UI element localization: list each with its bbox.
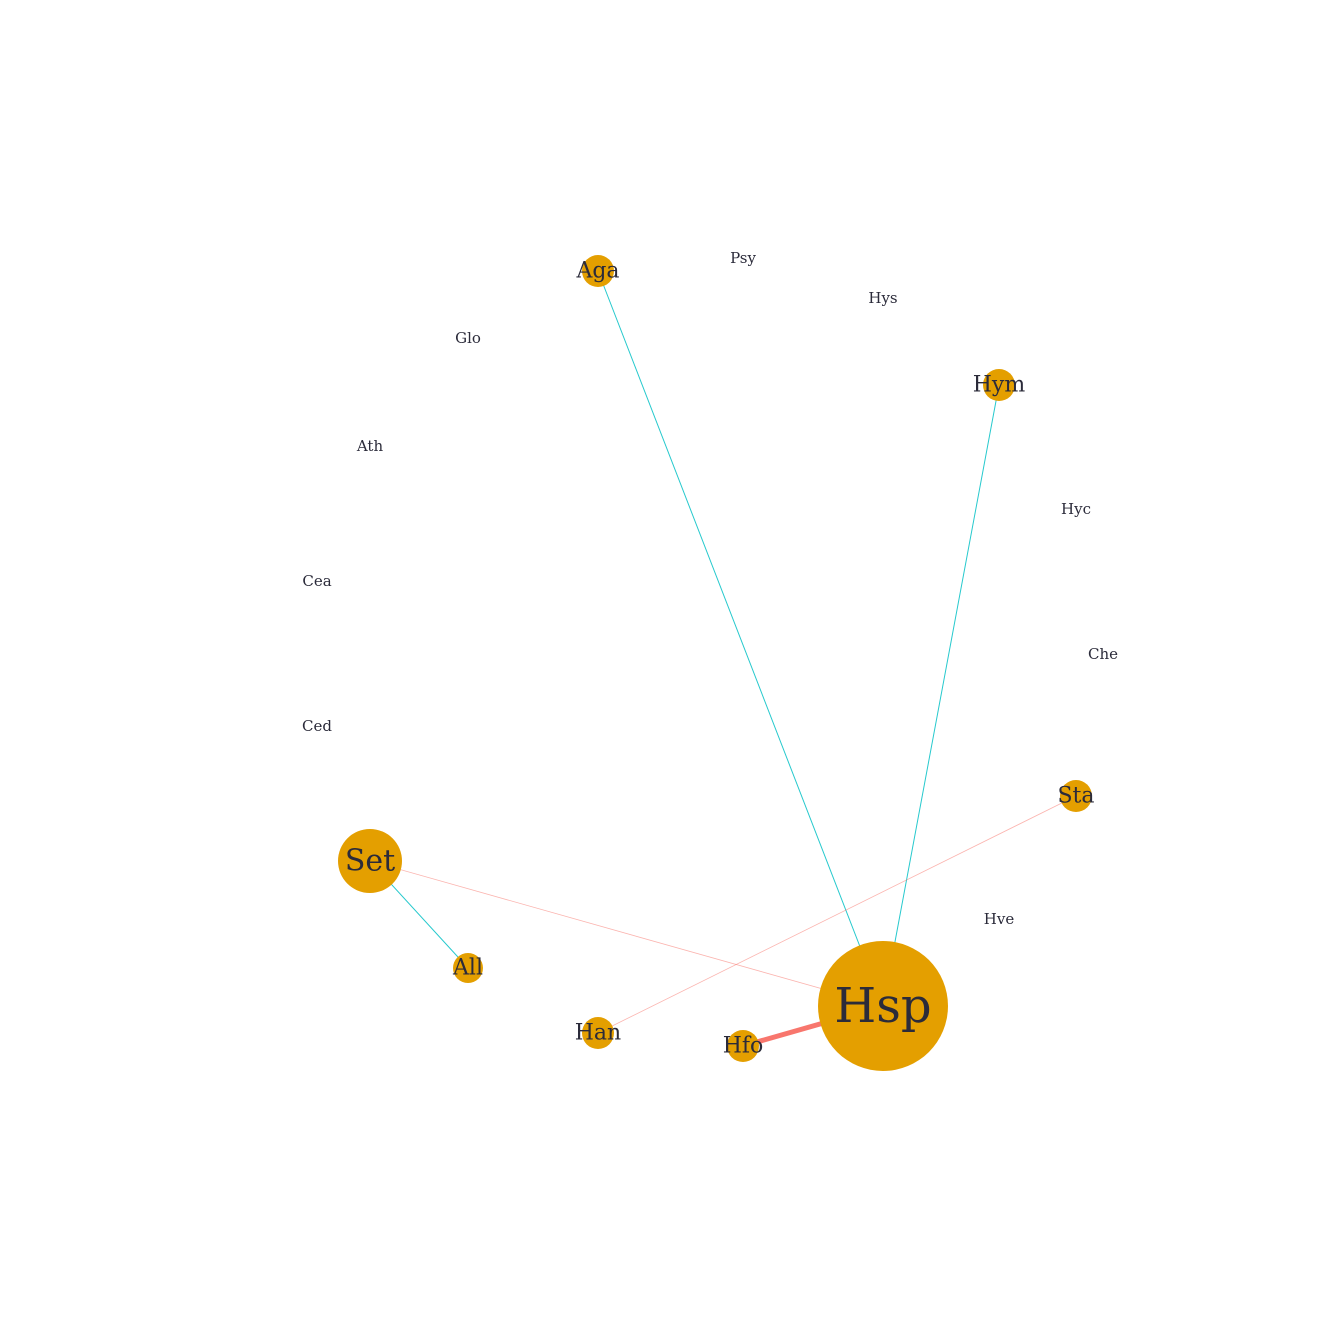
node-circle-set: [338, 829, 402, 893]
node-hve: Hve: [984, 910, 1015, 928]
node-label-hys: Hys: [868, 289, 897, 307]
node-label-hfo: Hfo: [723, 1034, 764, 1059]
node-label-sta: Sta: [1057, 784, 1094, 809]
node-che: Che: [1088, 645, 1118, 663]
node-circle-sta: [1060, 780, 1092, 812]
node-ced: Ced: [302, 717, 332, 735]
node-label-ath: Ath: [356, 437, 384, 455]
edge-hsp-hym: [882, 384, 1000, 1007]
edge-han-sta: [597, 795, 1077, 1034]
node-cea: Cea: [302, 572, 331, 590]
node-sta: Sta: [1057, 780, 1095, 812]
node-circle-hym: [983, 369, 1015, 401]
node-label-ced: Ced: [302, 717, 332, 735]
node-label-hve: Hve: [984, 910, 1015, 928]
node-label-che: Che: [1088, 645, 1118, 663]
node-ath: Ath: [356, 437, 384, 455]
node-label-aga: Aga: [575, 259, 619, 284]
node-label-cea: Cea: [302, 572, 331, 590]
node-hys: Hys: [868, 289, 897, 307]
edges-layer: [369, 270, 1077, 1049]
edge-hsp-aga: [597, 270, 884, 1007]
node-circle-hsp: [818, 941, 948, 1071]
node-label-han: Han: [575, 1021, 621, 1046]
node-label-hym: Hym: [973, 373, 1026, 398]
node-hym: Hym: [973, 369, 1026, 401]
node-label-all: All: [452, 956, 483, 981]
node-label-psy: Psy: [730, 249, 756, 267]
node-aga: Aga: [575, 255, 620, 287]
node-label-hyc: Hyc: [1061, 500, 1091, 518]
node-all: All: [452, 953, 483, 983]
node-circle-aga: [582, 255, 614, 287]
node-set: Set: [338, 829, 402, 893]
edge-set-hsp: [369, 860, 884, 1007]
node-label-hsp: Hsp: [834, 978, 931, 1034]
node-label-set: Set: [345, 844, 395, 879]
node-hsp: Hsp: [818, 941, 948, 1071]
node-circle-hfo: [727, 1030, 759, 1062]
node-circle-all: [453, 953, 483, 983]
node-circle-han: [582, 1017, 614, 1049]
node-han: Han: [575, 1017, 621, 1049]
node-glo: Glo: [455, 329, 481, 347]
node-hfo: Hfo: [723, 1030, 764, 1062]
node-psy: Psy: [730, 249, 756, 267]
node-label-glo: Glo: [455, 329, 481, 347]
node-hyc: Hyc: [1061, 500, 1091, 518]
